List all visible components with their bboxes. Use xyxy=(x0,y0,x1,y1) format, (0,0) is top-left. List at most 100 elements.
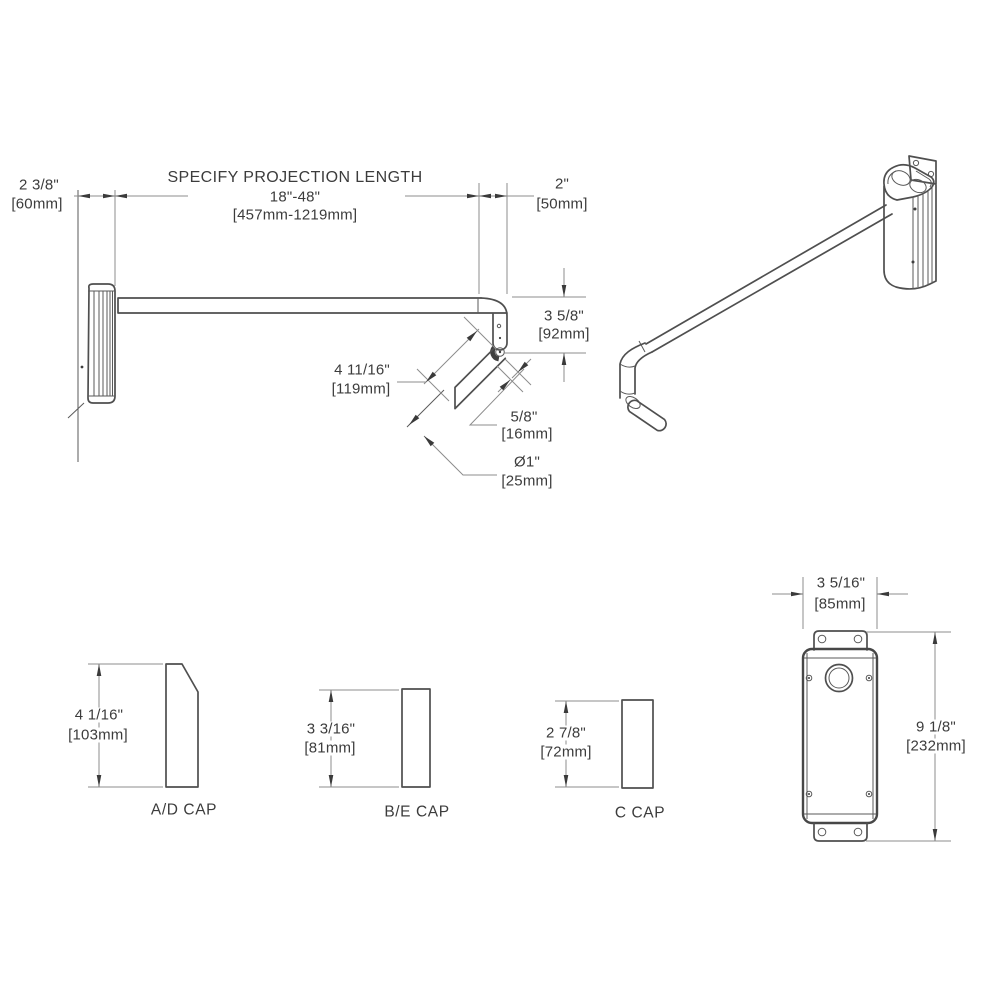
dim-c-cap-mm: [72mm] xyxy=(538,743,594,761)
c-cap-profile xyxy=(621,699,654,789)
dim-arm-length-mm: [119mm] xyxy=(329,380,393,398)
arm-length-dimension xyxy=(397,316,497,402)
arrowhead xyxy=(78,193,90,199)
arrowhead xyxy=(409,414,420,425)
plate-bottom-tab xyxy=(813,822,868,842)
dim-tube-diameter-in: Ø1" xyxy=(512,453,542,471)
arrowhead xyxy=(563,775,569,787)
drop-height-dimension xyxy=(504,268,586,382)
iso-port-hole xyxy=(909,178,927,194)
ad-cap-profile xyxy=(165,663,199,788)
arrowhead xyxy=(115,193,127,199)
dim-ad-cap-mm: [103mm] xyxy=(66,726,130,744)
dim-bracket-depth-in: 2 3/8" xyxy=(17,176,61,194)
be-cap-profile xyxy=(401,688,431,788)
dim-elbow-width-mm: [50mm] xyxy=(534,195,590,213)
arrowhead xyxy=(328,690,334,702)
dim-plate-height-mm: [232mm] xyxy=(904,737,968,755)
dim-bracket-depth-mm: [60mm] xyxy=(9,195,65,213)
ad-cap-dimension xyxy=(88,663,163,788)
label-c-cap: C CAP xyxy=(614,804,666,822)
plate-screw xyxy=(865,790,873,798)
plate-screw xyxy=(805,674,813,682)
plate-height-dimension xyxy=(866,631,951,842)
arrowhead xyxy=(495,193,507,199)
c-cap-dimension xyxy=(555,700,619,788)
dim-end-offset-mm: [16mm] xyxy=(499,425,555,443)
arrowhead xyxy=(932,632,938,644)
isometric-view xyxy=(619,155,937,432)
iso-bracket-top-face xyxy=(883,163,935,201)
elbow-screw-dot xyxy=(498,336,502,340)
dim-drop-height-in: 3 5/8" xyxy=(542,307,586,325)
iso-elbow-seams xyxy=(619,363,636,395)
arrowhead xyxy=(499,380,510,391)
bracket-cap-seams xyxy=(88,290,115,397)
arrowhead xyxy=(426,371,437,382)
iso-port-hole xyxy=(891,170,911,186)
label-be-cap: B/E CAP xyxy=(384,803,450,821)
dim-drop-height-mm: [92mm] xyxy=(536,325,592,343)
cap-arrowheads xyxy=(96,664,569,787)
arrowhead xyxy=(561,285,567,297)
plate-width-dimension xyxy=(772,577,908,629)
dim-end-offset-in: 5/8" xyxy=(508,408,540,426)
dim-plate-width-in: 3 5/16" xyxy=(814,574,868,592)
arrowhead xyxy=(561,353,567,365)
arrowhead xyxy=(467,193,479,199)
plate-screw-dot xyxy=(868,677,870,679)
iso-tube-joint xyxy=(638,340,646,353)
dim-be-cap-in: 3 3/16" xyxy=(304,720,358,738)
plate-port-hole-outer xyxy=(824,663,854,693)
iso-tube xyxy=(645,204,893,353)
elbow-fitting xyxy=(480,297,508,351)
arrowhead xyxy=(96,775,102,787)
dim-projection-title: SPECIFY PROJECTION LENGTH xyxy=(165,169,425,186)
plate-port-hole-inner xyxy=(828,667,850,689)
side-view xyxy=(67,183,586,476)
angled-arm-tube xyxy=(454,346,507,410)
plate-top-tab xyxy=(813,630,868,651)
plate-tab-hole xyxy=(853,634,863,644)
plate-screws xyxy=(805,674,873,798)
plate-tab-hole xyxy=(853,827,863,837)
plate-screw-dot xyxy=(808,793,810,795)
dim-c-cap-in: 2 7/8" xyxy=(544,724,588,742)
dim-projection-range-mm: [457mm-1219mm] xyxy=(230,206,360,224)
plate-body xyxy=(801,647,879,825)
arrowhead xyxy=(328,775,334,787)
diameter-leader xyxy=(423,435,497,476)
dim-elbow-width-in: 2" xyxy=(552,175,572,193)
pivot-center-dot xyxy=(498,350,502,354)
iso-bracket-body xyxy=(883,184,937,290)
plate-screw-dot xyxy=(868,793,870,795)
arrowhead xyxy=(103,193,115,199)
plate-screw xyxy=(805,790,813,798)
dim-tube-diameter-mm: [25mm] xyxy=(499,472,555,490)
arrowhead xyxy=(479,193,491,199)
arrowhead xyxy=(877,591,889,597)
arrowhead xyxy=(466,331,477,342)
plate-arrowheads xyxy=(791,591,938,841)
iso-bracket-fins xyxy=(912,188,933,289)
dim-projection-range-in: 18"-48" xyxy=(267,188,323,206)
be-cap-dimension xyxy=(319,689,399,788)
dim-plate-width-mm: [85mm] xyxy=(812,595,868,613)
wall-break-tick xyxy=(67,402,85,419)
top-extension-lines xyxy=(114,183,508,294)
dim-ad-cap-in: 4 1/16" xyxy=(72,706,126,724)
dim-plate-height-in: 9 1/8" xyxy=(914,718,958,736)
wall-bracket-body xyxy=(87,283,116,404)
arrowhead xyxy=(96,664,102,676)
elbow-set-screw xyxy=(496,323,502,329)
iso-handle-grip xyxy=(627,399,667,432)
iso-elbow-outer xyxy=(619,342,646,399)
side-view-arrowheads xyxy=(78,193,567,447)
plate-tab-hole xyxy=(817,827,827,837)
plate-screw-dot xyxy=(808,677,810,679)
arrowhead xyxy=(932,829,938,841)
arrowhead xyxy=(791,591,803,597)
cap-profiles xyxy=(88,663,654,789)
